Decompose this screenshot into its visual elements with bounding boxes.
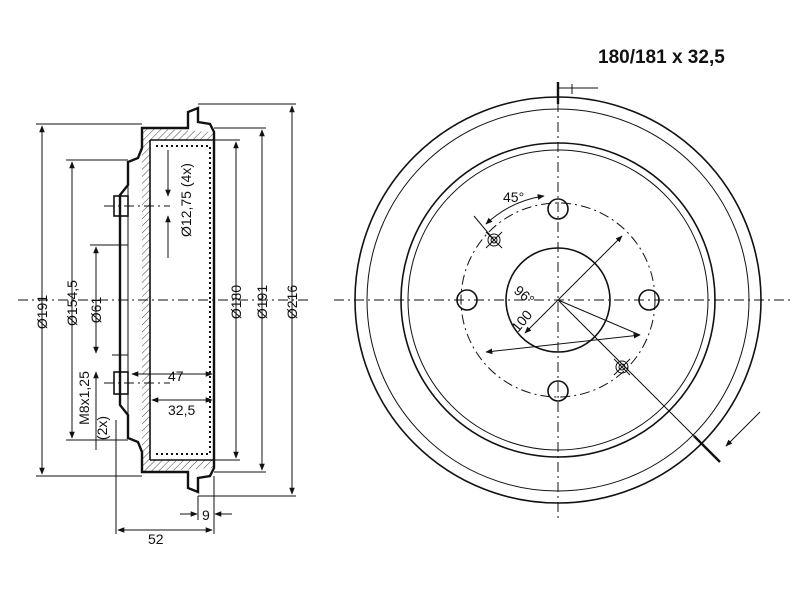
- drum-wall-hatch-lower: [142, 300, 214, 472]
- label-d154-5: Ø154,5: [64, 280, 80, 326]
- thread-hole-lower-right: [613, 358, 631, 376]
- braking-surface: [149, 139, 214, 461]
- inner-dotted-upper: [156, 145, 211, 300]
- bolt-hole-bottom: [547, 380, 569, 402]
- drum-section-lower: [118, 300, 216, 494]
- drum-section-upper: [118, 106, 216, 300]
- rim-inner-circle: [366, 108, 750, 492]
- drum-ring-circle: [400, 142, 716, 458]
- label-d61: Ø61: [88, 297, 104, 324]
- label-d191-left: Ø191: [34, 295, 50, 329]
- inner-dotted-lower: [156, 300, 211, 455]
- bolt-pitch-circle: [460, 202, 656, 398]
- section-view: Ø191 Ø154,5 Ø61 M8x1,25 (2x) Ø12,75 (4x)…: [18, 103, 310, 547]
- label-96: 96°: [511, 282, 538, 308]
- bolt-hole-right: [638, 289, 660, 311]
- pcd-100-leader: [557, 299, 641, 336]
- label-32-5: 32,5: [168, 402, 195, 418]
- drum-size-title: 180/181 x 32,5: [598, 47, 725, 68]
- section-cut-diagonal: [557, 299, 719, 461]
- angle-45-leader: [473, 215, 495, 241]
- label-100: 100: [508, 307, 535, 335]
- label-thread-count: (2x): [94, 416, 110, 440]
- label-47: 47: [168, 368, 184, 384]
- section-cut-diagonal-end: [693, 435, 721, 463]
- front-view: 45° 96° 100: [334, 82, 790, 518]
- bolt-hole-left: [456, 289, 478, 311]
- pcd-100-line: [485, 332, 641, 355]
- angle-45-arc: [485, 194, 545, 225]
- label-9: 9: [202, 507, 210, 523]
- bolt-hole-top: [547, 198, 569, 220]
- label-thread: M8x1,25: [76, 371, 92, 425]
- pcd-96-line: [524, 235, 623, 334]
- label-45-deg: 45°: [503, 189, 524, 205]
- label-d216: Ø216: [284, 285, 300, 319]
- section-cut-diag-arrow: [725, 411, 761, 447]
- label-d180: Ø180: [228, 285, 244, 319]
- label-52: 52: [148, 531, 164, 547]
- label-hole: Ø12,75 (4x): [178, 163, 194, 237]
- label-d191-right: Ø191: [254, 285, 270, 319]
- drum-ring-inner-circle: [407, 149, 709, 451]
